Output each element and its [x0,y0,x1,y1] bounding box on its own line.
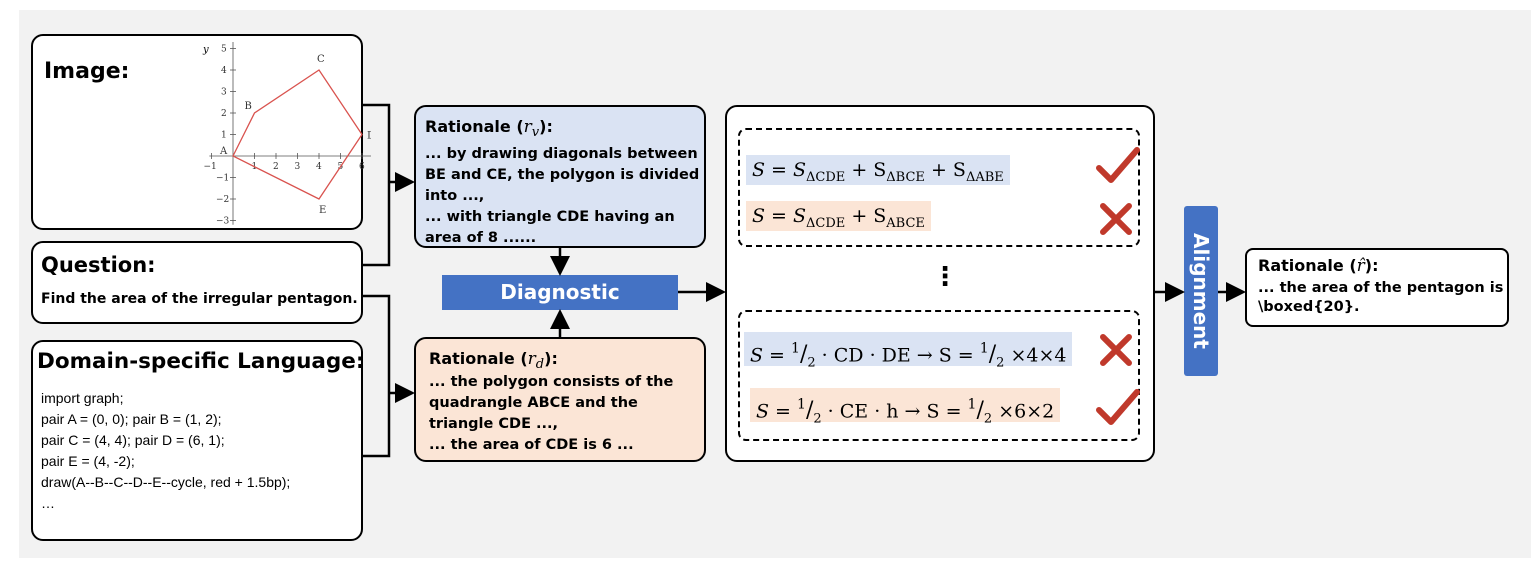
equation-4: S = 1/2 · CE · h → S = 1/2 ×6×2 [750,388,1061,427]
y-axis-label: y [202,45,209,56]
y-tick-label: 5 [221,45,227,55]
point-label-A: A [219,146,228,157]
x-tick-label: 3 [295,162,301,172]
y-tick-label: 3 [221,88,227,98]
point-label-E: E [319,205,326,216]
pentagon-polygon [232,69,363,200]
question-heading: Question: [41,253,156,277]
equation-2: S = SΔCDE + SABCE [746,201,931,231]
dsl-code: import graph; pair A = (0, 0); pair B = … [41,388,290,514]
image-panel: Image: xy−1123456754321−1−2−3ABCDE [31,34,371,230]
cross-icon [1100,203,1132,235]
question-panel: Question: Find the area of the irregular… [31,241,363,324]
dsl-line: import graph; [41,390,124,406]
dsl-line: draw(A--B--C--D--E--cycle, red + 1.5bp); [41,474,291,490]
dsl-line: pair A = (0, 0); pair B = (1, 2); [41,411,222,427]
dsl-panel: Domain-specific Language: import graph; … [31,340,365,541]
point-label-C: C [317,54,325,65]
equation-1: S = SΔCDE + SΔBCE + SΔABE [746,155,1010,185]
dsl-line: … [41,495,55,511]
rationale-v-title: Rationale (rv): [425,117,553,141]
x-tick-label: 6 [359,162,365,172]
cross-icon [1100,334,1132,366]
image-heading: Image: [44,59,130,84]
dsl-heading: Domain-specific Language: [37,349,365,374]
rationale-d-title: Rationale (rd): [429,349,558,373]
rationale-d-box: Rationale (rd): ... the polygon consists… [414,337,706,462]
y-tick-label: 4 [221,66,227,76]
check-icon [1096,147,1140,183]
point-label-D: D [367,131,371,142]
x-tick-label: 2 [273,162,279,172]
y-tick-label: −2 [216,195,229,205]
ellipsis: ⋮ [932,262,958,292]
equation-group-bottom [738,310,1140,441]
final-rationale-text: ... the area of the pentagon is \boxed{2… [1258,280,1504,315]
equation-group-top [738,128,1140,247]
dsl-line: pair C = (4, 4); pair D = (6, 1); [41,432,225,448]
y-tick-label: −3 [216,217,230,227]
x-tick-label: 4 [316,162,322,172]
diagnostic-label: Diagnostic [442,275,678,310]
coordinate-plot: xy−1123456754321−1−2−3ABCDE [202,42,371,227]
x-tick-label: −1 [204,162,217,172]
rationale-d-text: ... the polygon consists of the quadrang… [429,374,674,453]
y-tick-label: −1 [216,174,229,184]
question-text: Find the area of the irregular pentagon. [41,291,358,307]
final-rationale-title: Rationale (r̂): [1258,256,1379,276]
rationale-v-text: ... by drawing diagonals between BE and … [425,146,700,246]
final-rationale-box: Rationale (r̂): ... the area of the pent… [1245,248,1509,327]
equation-3: S = 1/2 · CD · DE → S = 1/2 ×4×4 [744,332,1073,371]
point-label-B: B [245,101,252,112]
y-tick-label: 2 [221,109,227,119]
check-icon [1096,389,1140,425]
alignment-label: Alignment [1184,206,1218,376]
dsl-line: pair E = (4, -2); [41,453,135,469]
y-tick-label: 1 [221,131,227,141]
rationale-v-box: Rationale (rv): ... by drawing diagonals… [414,105,706,248]
